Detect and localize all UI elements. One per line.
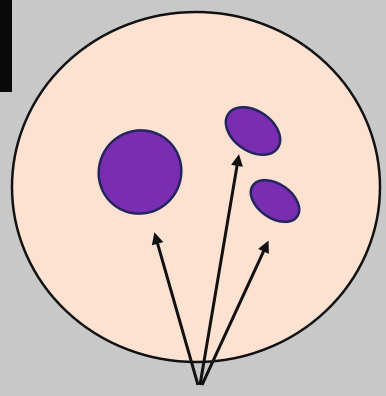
cell-body (12, 12, 380, 362)
